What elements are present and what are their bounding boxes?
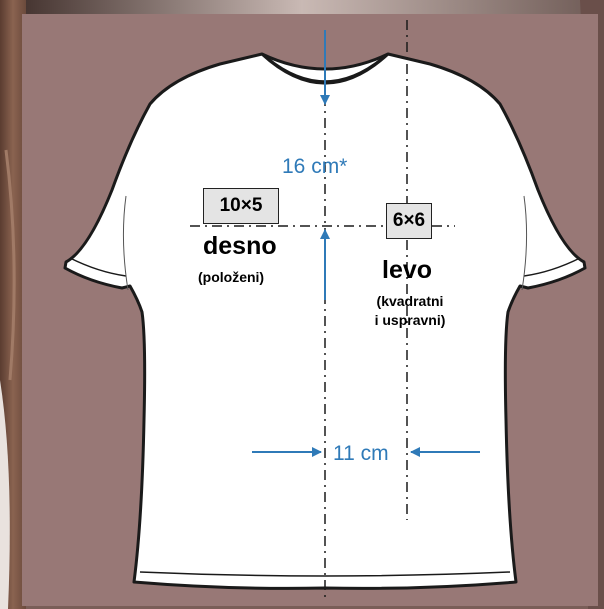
right-print-note: (položeni) (198, 269, 265, 285)
horizontal-dimension-label: 11 cm (333, 442, 389, 465)
left-print-note: (kvadratni i uspravni) (365, 292, 455, 330)
vertical-dimension-label: 16 cm* (282, 155, 348, 178)
left-side-label: levo (382, 256, 433, 284)
dimension-arrows (252, 30, 480, 457)
left-print-note-line1: (kvadratni (376, 293, 444, 309)
right-print-size-box: 10×5 (203, 188, 279, 224)
left-print-note-line2: i uspravni) (374, 311, 446, 328)
right-side-label: desno (203, 232, 277, 260)
left-print-size-box: 6×6 (386, 203, 432, 239)
